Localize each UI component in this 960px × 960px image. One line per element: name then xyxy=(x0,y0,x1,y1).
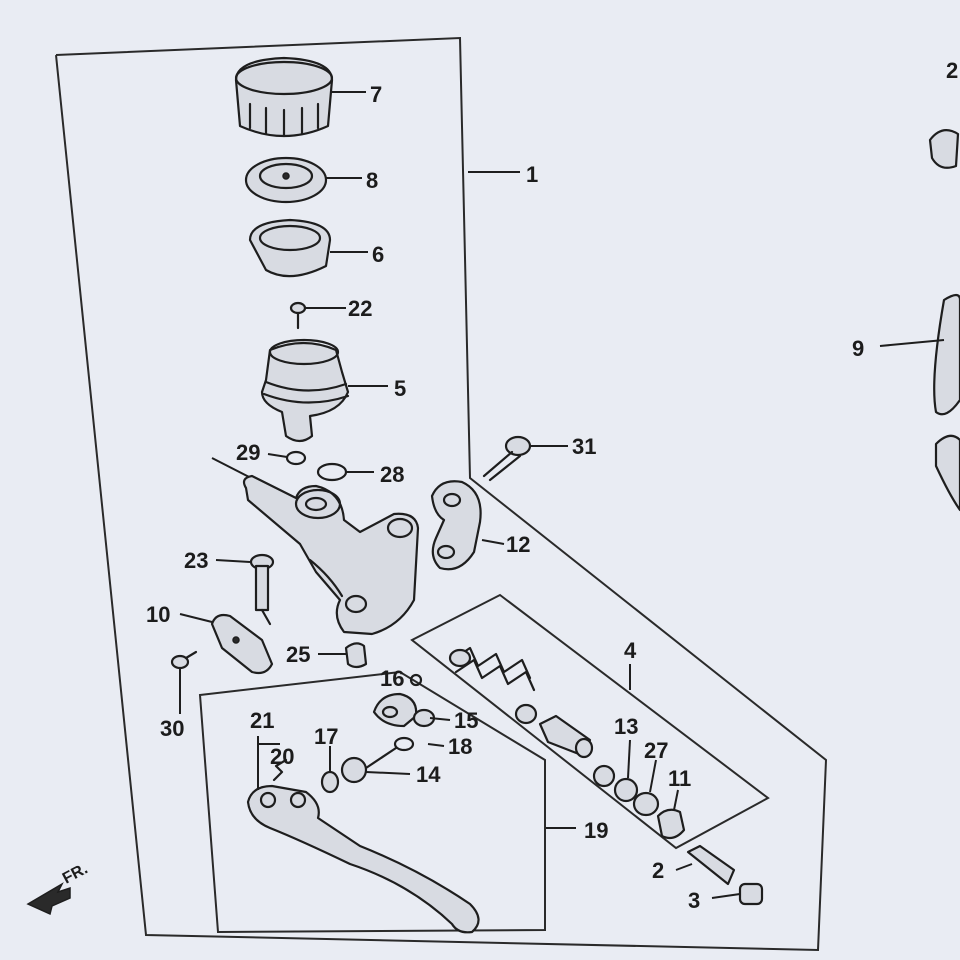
front-direction-marker: FR. xyxy=(26,860,91,916)
clamp-bolt-part xyxy=(482,435,532,482)
brake-lever-part xyxy=(246,784,480,934)
front-direction-label: FR. xyxy=(60,860,91,887)
reservoir-part xyxy=(260,338,350,443)
callout-3: 3 xyxy=(688,888,700,913)
knob-14-part xyxy=(340,756,368,784)
piston-part xyxy=(514,703,594,759)
push-rod-part xyxy=(686,844,736,886)
pivot-bolt-part xyxy=(249,553,275,626)
callout-6: 6 xyxy=(372,242,384,267)
small-screw-part xyxy=(289,301,307,330)
callout-11: 11 xyxy=(668,766,691,791)
callout-2: 2 xyxy=(652,858,664,883)
callout-4: 4 xyxy=(624,638,637,663)
lock-nut-part xyxy=(738,882,764,906)
callout-18: 18 xyxy=(448,734,472,759)
callout-15: 15 xyxy=(454,708,478,733)
o-ring-small-part xyxy=(285,450,307,466)
leader-lines xyxy=(179,91,945,899)
callout-labels: 7 8 6 22 5 29 28 31 12 1 23 10 25 30 4 1… xyxy=(146,58,958,913)
seal-27-part xyxy=(632,791,660,817)
switch-screw-part xyxy=(170,650,198,670)
callout-21: 21 xyxy=(250,708,274,733)
brake-switch-part xyxy=(210,613,274,675)
callout-16: 16 xyxy=(380,666,404,691)
master-cylinder-body xyxy=(242,474,420,636)
o-ring-part xyxy=(316,462,348,482)
callout-27: 27 xyxy=(644,738,668,763)
callout-25: 25 xyxy=(286,642,310,667)
handlebar-clamp-part xyxy=(430,480,482,571)
callout-10: 10 xyxy=(146,602,170,627)
callout-28: 28 xyxy=(380,462,404,487)
callout-20: 20 xyxy=(270,744,294,769)
callout-31: 31 xyxy=(572,434,596,459)
lever-assembly-frame xyxy=(198,670,546,934)
collar-17-part xyxy=(320,770,340,794)
callout-14: 14 xyxy=(416,762,441,787)
callout-9: 9 xyxy=(852,336,864,361)
callout-5: 5 xyxy=(394,376,406,401)
diaphragm-plate-part xyxy=(244,156,328,204)
callout-7: 7 xyxy=(370,82,382,107)
callout-22: 22 xyxy=(348,296,372,321)
partial-lever-9-part xyxy=(928,129,960,512)
callout-13: 13 xyxy=(614,714,638,739)
callout-12: 12 xyxy=(506,532,530,557)
callout-19: 19 xyxy=(584,818,608,843)
washer-part xyxy=(592,764,616,788)
callout-29: 29 xyxy=(236,440,260,465)
seal-13-part xyxy=(613,777,639,803)
spring-20-part xyxy=(272,758,288,782)
callout-2-partial: 2 xyxy=(946,58,958,83)
diaphragm-part xyxy=(248,218,332,278)
callout-17: 17 xyxy=(314,724,338,749)
reservoir-cap-part xyxy=(234,56,334,138)
pivot-16-part xyxy=(372,673,423,728)
piston-kit-frame xyxy=(410,593,770,850)
boot-11-part xyxy=(656,808,686,840)
front-arrow-icon xyxy=(26,882,71,916)
callout-8: 8 xyxy=(366,168,378,193)
callout-23: 23 xyxy=(184,548,208,573)
piston-spring-part xyxy=(448,646,536,692)
assembly-frame xyxy=(55,36,828,952)
callout-30: 30 xyxy=(160,716,184,741)
boot-part xyxy=(344,642,368,669)
callout-1: 1 xyxy=(526,162,538,187)
adjuster-18-part xyxy=(364,736,415,770)
